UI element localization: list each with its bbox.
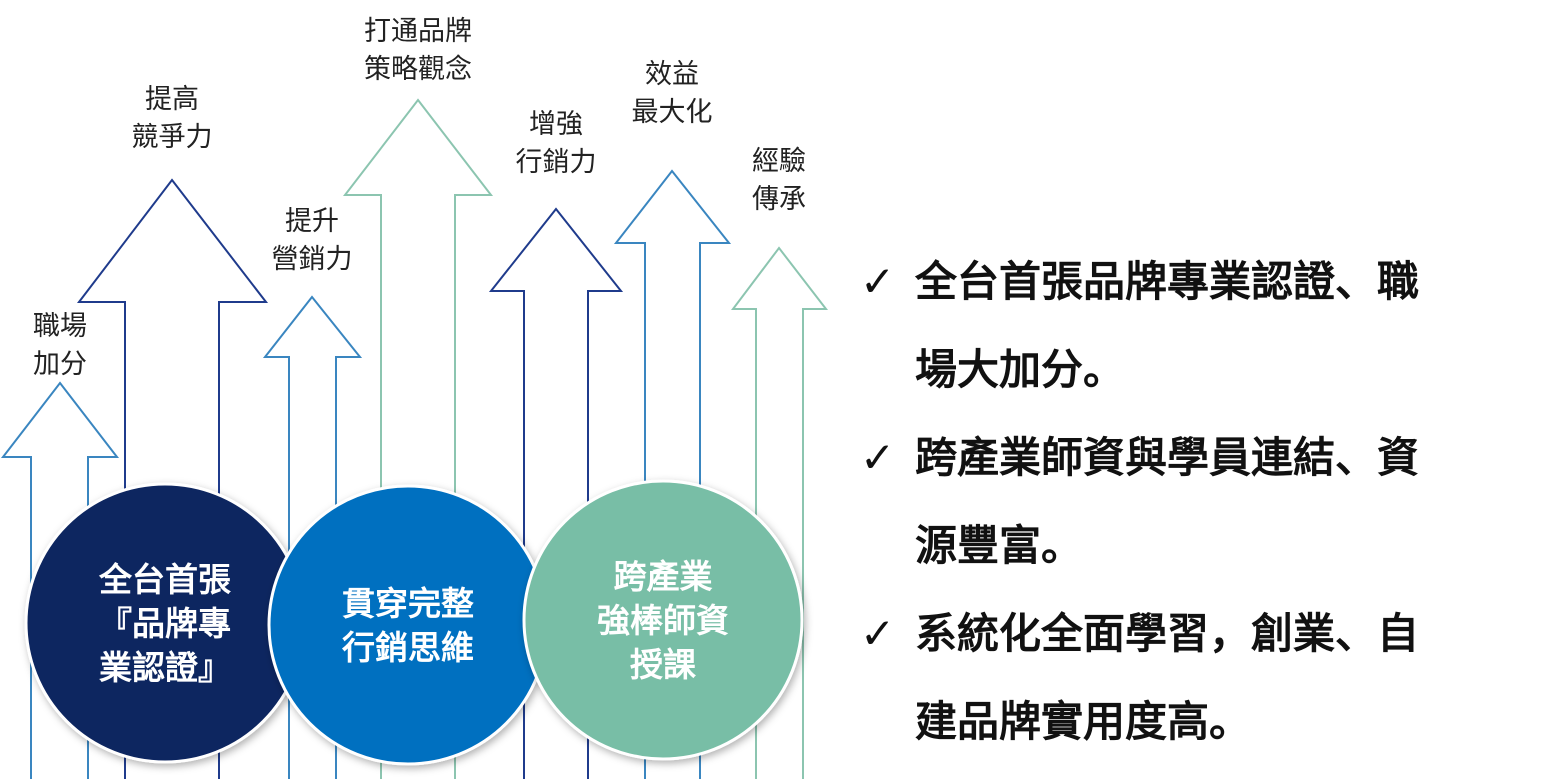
circle-text: 貫穿完整 — [342, 584, 474, 623]
arrow-label: 最大化 — [632, 97, 713, 128]
benefit-text: 系統化全面學習，創業、自 — [915, 609, 1420, 658]
benefit-list: ✓ 全台首張品牌專業認證、職場大加分。 ✓ 跨產業師資與學員連結、資源豐富。 ✓… — [860, 238, 1540, 766]
circle-text: 強棒師資 — [597, 601, 729, 640]
benefit-item: ✓ 跨產業師資與學員連結、資源豐富。 — [860, 414, 1540, 590]
arrow-label: 策略觀念 — [364, 54, 472, 85]
arrow-shape — [488, 207, 624, 779]
benefit-text: 源豐富。 — [915, 521, 1084, 570]
benefit-item: ✓ 系統化全面學習，創業、自建品牌實用度高。 — [860, 590, 1540, 766]
arrow-shape — [613, 169, 732, 779]
circle-text: 行銷思維 — [341, 628, 474, 667]
arrow-label: 加分 — [33, 349, 87, 380]
checkmark-icon: ✓ — [860, 257, 896, 306]
arrow-label: 增強 — [529, 109, 583, 140]
arrow-label: 傳承 — [752, 184, 806, 215]
circle-text: 『品牌專 — [99, 604, 231, 643]
benefit-text: 場大加分。 — [915, 345, 1126, 394]
arrow-label: 提升 — [285, 206, 339, 237]
checkmark-icon: ✓ — [860, 609, 896, 658]
arrow-label: 行銷力 — [516, 147, 597, 178]
benefit-text: 跨產業師資與學員連結、資 — [915, 433, 1420, 482]
circle-text: 全台首張 — [98, 560, 231, 599]
arrow-label: 競爭力 — [132, 122, 213, 153]
arrow-label: 打通品牌 — [364, 16, 472, 47]
circle-text: 業認證』 — [99, 648, 231, 687]
benefit-text: 建品牌實用度高。 — [915, 697, 1252, 746]
arrow-label: 效益 — [645, 59, 699, 90]
circle-text: 跨產業 — [614, 557, 713, 596]
circle-text: 授課 — [630, 645, 697, 684]
arrow-label: 營銷力 — [272, 244, 353, 275]
arrow-label: 經驗 — [752, 146, 806, 177]
checkmark-icon: ✓ — [860, 433, 896, 482]
benefit-text: 全台首張品牌專業認證、職 — [915, 257, 1420, 306]
arrow-label: 提高 — [145, 84, 199, 115]
feature-circle — [522, 479, 804, 761]
arrow-label: 職場 — [33, 311, 87, 342]
benefit-item: ✓ 全台首張品牌專業認證、職場大加分。 — [860, 238, 1540, 414]
feature-circle — [267, 484, 549, 766]
